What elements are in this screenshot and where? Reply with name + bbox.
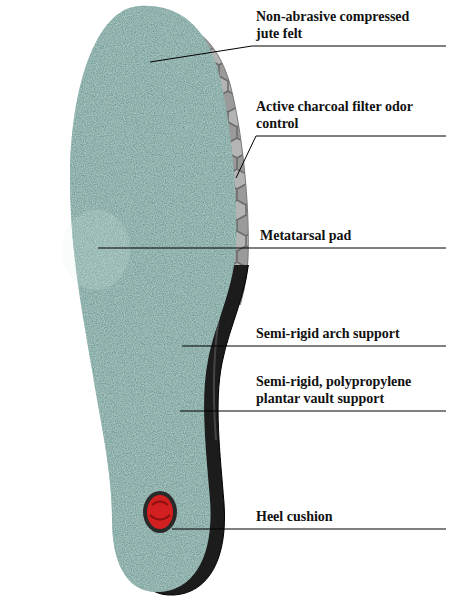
heel-cushion [143, 491, 177, 533]
part-label: Metatarsal pad [260, 228, 351, 245]
part-label: Non-abrasive compressed jute felt [256, 9, 436, 43]
part-label: Heel cushion [256, 509, 333, 526]
leader-lines [98, 46, 446, 529]
part-label: Active charcoal filter odor control [256, 99, 426, 133]
part-label: Semi-rigid, polypropylene plantar vault … [256, 374, 448, 408]
felt-top [70, 6, 236, 592]
metatarsal-pad [62, 210, 130, 290]
part-label: Semi-rigid arch support [256, 326, 400, 343]
